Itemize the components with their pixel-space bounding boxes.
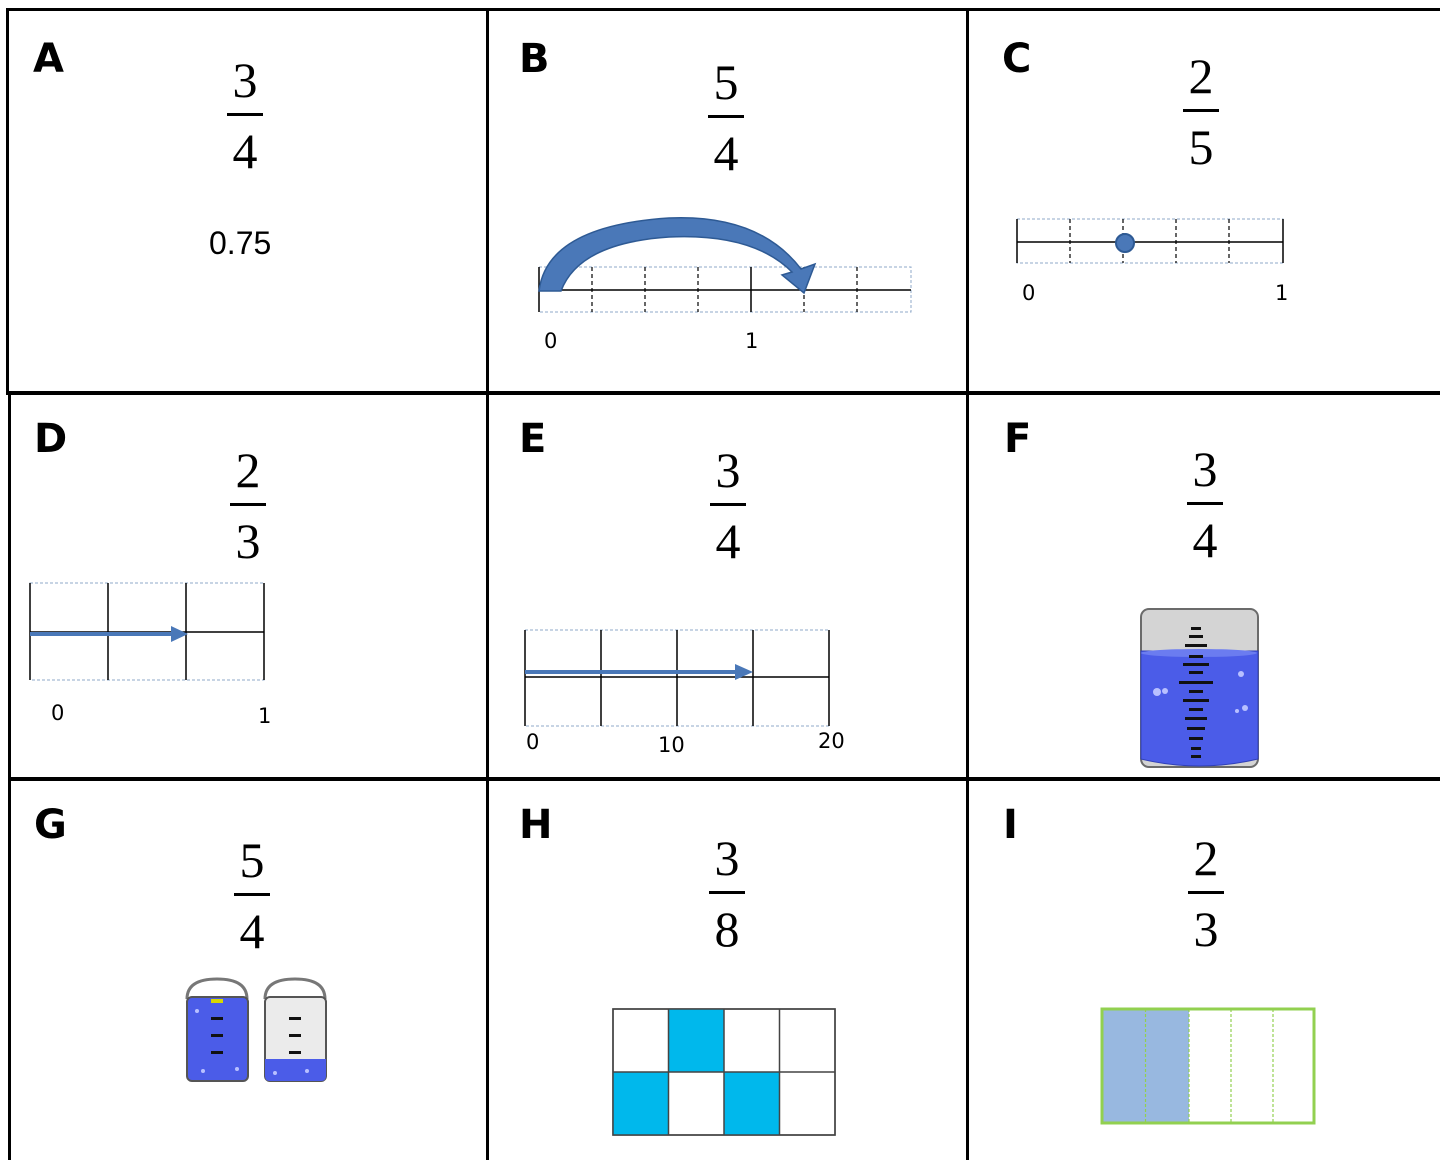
strip-model — [1100, 1007, 1316, 1125]
numerator: 2 — [1188, 48, 1214, 104]
numerator: 5 — [239, 832, 265, 888]
fraction: 3 4 — [1165, 444, 1245, 565]
numerator: 2 — [235, 442, 261, 498]
tick-label-0: 0 — [1022, 281, 1036, 305]
card-letter: I — [1003, 802, 1018, 848]
beaker-icon — [1140, 608, 1259, 768]
fraction-bar — [710, 503, 746, 506]
grid-line — [6, 391, 1440, 395]
card-letter: A — [33, 36, 64, 82]
fraction-bar — [234, 893, 270, 896]
grid-line — [6, 8, 9, 395]
denominator: 3 — [235, 513, 261, 569]
denominator: 4 — [1192, 512, 1218, 568]
fraction: 2 5 — [1161, 51, 1241, 172]
fraction: 3 4 — [205, 55, 285, 176]
card-b: B 5 4 0 1 — [489, 11, 966, 391]
number-line-with-point — [1016, 218, 1284, 264]
fraction-bar — [1183, 109, 1219, 112]
denominator: 3 — [1193, 901, 1219, 957]
number-line-with-jump-arrow — [538, 216, 912, 313]
buckets-icon — [185, 977, 327, 1082]
grid-line — [8, 777, 1440, 781]
card-letter: C — [1002, 36, 1032, 82]
tick-label-1: 1 — [1275, 281, 1289, 305]
tick-label-1: 1 — [745, 329, 759, 353]
card-f: F 3 4 — [969, 395, 1440, 777]
card-letter: B — [519, 36, 550, 82]
numerator: 2 — [1193, 830, 1219, 886]
grid-line — [6, 8, 1440, 11]
fraction-bar — [1188, 891, 1224, 894]
card-g: G 5 4 — [11, 781, 486, 1160]
fraction: 5 4 — [212, 835, 292, 956]
card-c: C 2 5 0 1 — [969, 11, 1440, 391]
fraction: 2 3 — [208, 445, 288, 566]
tick-label-20: 20 — [818, 729, 845, 753]
numerator: 3 — [232, 52, 258, 108]
card-i: I 2 3 — [969, 781, 1440, 1160]
denominator: 4 — [239, 903, 265, 959]
denominator: 4 — [232, 123, 258, 179]
grid-line — [486, 8, 489, 1160]
card-letter: E — [519, 416, 547, 462]
denominator: 4 — [713, 125, 739, 181]
number-line-with-arrow — [524, 629, 830, 727]
numerator: 5 — [713, 54, 739, 110]
tick-label-0: 0 — [526, 730, 540, 754]
number-line-with-arrow — [29, 582, 265, 681]
tick-label-1: 1 — [258, 704, 272, 728]
grid-line — [8, 393, 11, 1160]
fraction: 3 4 — [688, 445, 768, 566]
grid-line — [966, 8, 969, 1160]
fraction: 2 3 — [1166, 833, 1246, 954]
card-h: H 3 8 — [489, 781, 966, 1160]
card-letter: D — [34, 416, 68, 462]
denominator: 8 — [714, 901, 740, 957]
fraction-bar — [227, 113, 263, 116]
fraction-bar — [708, 115, 744, 118]
numerator: 3 — [715, 442, 741, 498]
card-d: D 2 3 0 1 — [11, 395, 486, 777]
card-letter: H — [519, 802, 553, 848]
fraction: 3 8 — [687, 833, 767, 954]
tick-label-0: 0 — [51, 701, 65, 725]
denominator: 5 — [1188, 119, 1214, 175]
card-a: A 3 4 0.75 — [9, 11, 486, 391]
card-letter: F — [1004, 416, 1032, 462]
fraction: 5 4 — [686, 57, 766, 178]
fraction-bar — [230, 503, 266, 506]
numerator: 3 — [714, 830, 740, 886]
denominator: 4 — [715, 513, 741, 569]
tile-grid-model — [612, 1008, 836, 1136]
decimal-value: 0.75 — [209, 225, 272, 261]
card-letter: G — [34, 802, 67, 848]
fraction-bar — [709, 891, 745, 894]
fraction-bar — [1187, 502, 1223, 505]
card-e: E 3 4 0 10 20 — [489, 395, 966, 777]
tick-label-10: 10 — [658, 733, 685, 757]
tick-label-0: 0 — [544, 329, 558, 353]
numerator: 3 — [1192, 441, 1218, 497]
